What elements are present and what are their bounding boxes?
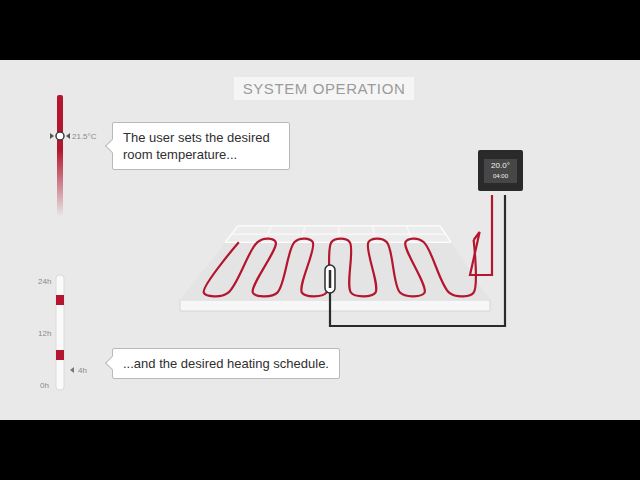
callout-text: ...and the desired heating schedule.: [123, 355, 329, 372]
time-tick: 0h: [40, 381, 49, 390]
title: SYSTEM OPERATION: [234, 77, 415, 100]
slider-knob: [56, 132, 64, 140]
supply-wire: [470, 195, 492, 275]
time-value: 4h: [78, 366, 87, 375]
heating-period: [56, 295, 64, 305]
thermostat: 20.0°04:00: [478, 150, 523, 191]
heated-floor: [180, 195, 505, 326]
schedule-bar: [56, 275, 64, 390]
heating-cable: [204, 239, 476, 297]
callout-text: The user sets the desired room temperatu…: [123, 129, 279, 163]
time-marker: [70, 367, 74, 373]
display: 20.0°04:00: [484, 159, 517, 183]
letterbox-bar: [0, 420, 640, 480]
display-reading: 04:00: [485, 171, 516, 181]
letterbox-bar: [0, 0, 640, 60]
temperature-slider: [57, 95, 63, 217]
sensor-wire: [330, 195, 505, 326]
floor-edge: [180, 300, 490, 311]
display-reading: 20.0°: [485, 161, 516, 171]
time-tick: 12h: [38, 329, 51, 338]
slider-marker: [50, 133, 70, 139]
callout-box: The user sets the desired room temperatu…: [112, 122, 290, 170]
floor-surface: [180, 226, 490, 300]
callout-box: ...and the desired heating schedule.: [112, 348, 340, 379]
temperature-value: 21.5°C: [72, 132, 97, 141]
time-tick: 24h: [38, 277, 51, 286]
heating-period: [56, 350, 64, 360]
floor-sensor: [325, 265, 335, 293]
